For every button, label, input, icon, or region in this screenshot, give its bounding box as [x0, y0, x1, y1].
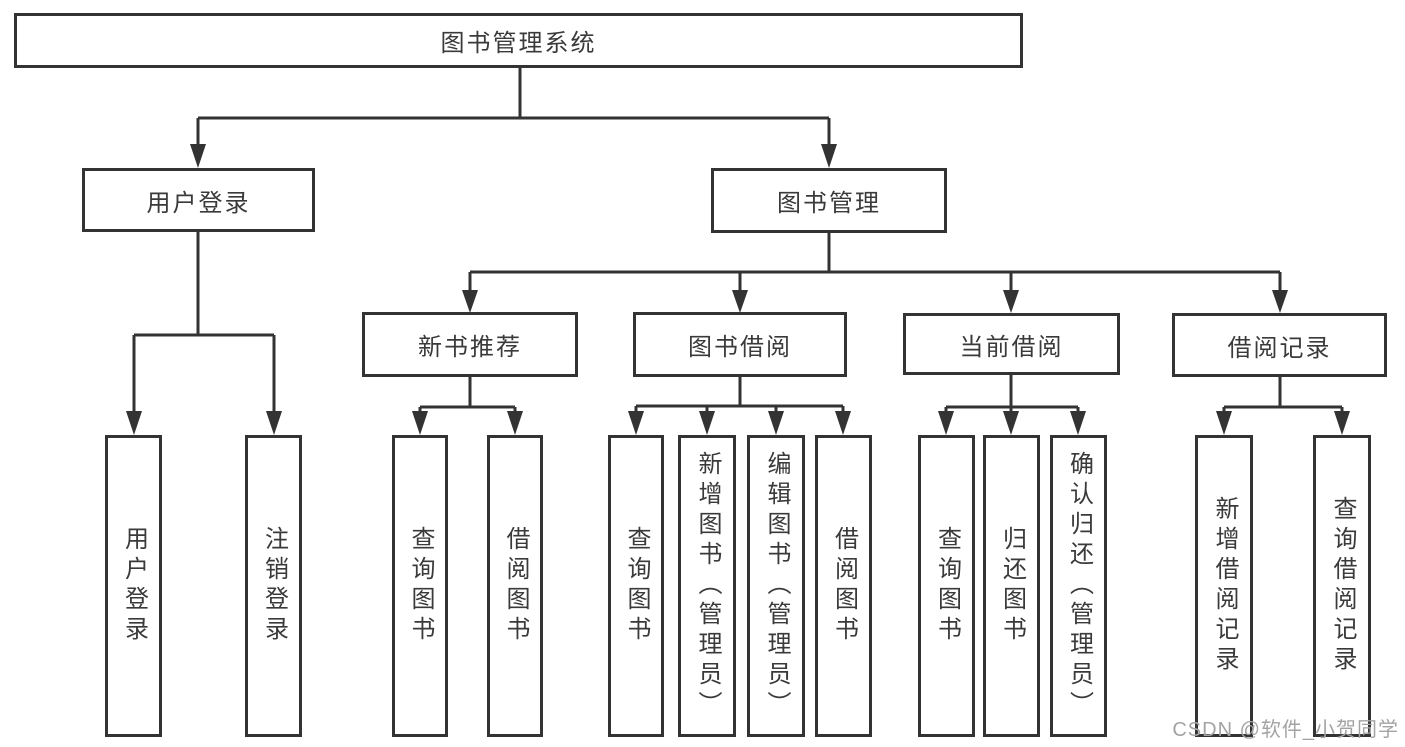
node-book-management: 图书管理	[711, 168, 947, 233]
leaf-query-books-current: 查询图书	[918, 435, 975, 737]
leaf-borrow-books: 借阅图书	[815, 435, 872, 737]
leaf-add-books-admin: 新增图书（管理员）	[678, 435, 736, 737]
leaf-edit-books-admin: 编辑图书（管理员）	[747, 435, 805, 737]
csdn-watermark: CSDN @软件_小贺同学	[1172, 719, 1399, 741]
connector-root-to-level2	[190, 68, 837, 168]
node-current-borrowing: 当前借阅	[903, 313, 1120, 375]
leaf-query-borrow-record: 查询借阅记录	[1313, 435, 1371, 737]
leaf-logout: 注销登录	[245, 435, 302, 737]
connector-user-login-to-leaves	[126, 232, 282, 435]
leaf-return-books: 归还图书	[983, 435, 1040, 737]
connector-book-borrow-to-leaves	[628, 377, 851, 435]
leaf-confirm-return-admin: 确认归还（管理员）	[1050, 435, 1107, 737]
connector-new-book-rec-to-leaves	[412, 377, 523, 435]
leaf-add-borrow-record: 新增借阅记录	[1195, 435, 1253, 737]
node-user-login: 用户登录	[82, 168, 315, 232]
leaf-borrow-books-recommend: 借阅图书	[487, 435, 543, 737]
node-root-library-system: 图书管理系统	[14, 13, 1023, 68]
node-borrowing-records: 借阅记录	[1172, 313, 1387, 377]
node-book-borrowing: 图书借阅	[633, 312, 847, 377]
leaf-query-books-borrowing: 查询图书	[608, 435, 664, 737]
leaf-query-books-recommend: 查询图书	[392, 435, 448, 737]
connector-borrow-record-to-leaves	[1216, 377, 1350, 435]
connector-current-borrow-to-leaves	[938, 375, 1086, 435]
leaf-user-login: 用户登录	[105, 435, 162, 737]
connector-book-mgmt-to-level3	[462, 233, 1288, 313]
node-new-book-recommend: 新书推荐	[362, 312, 578, 377]
